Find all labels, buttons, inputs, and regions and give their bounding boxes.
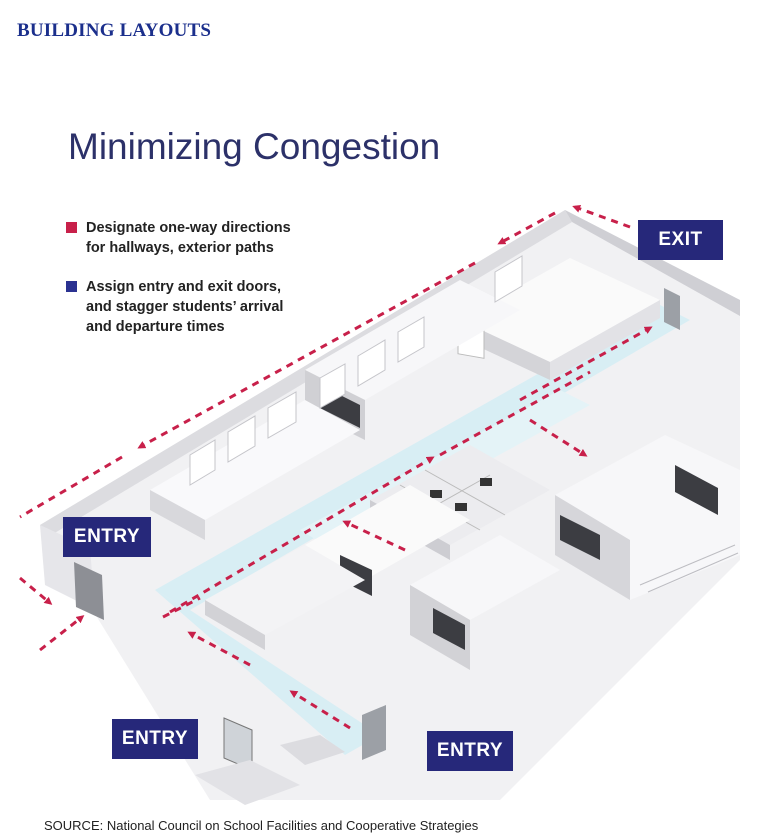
section-header: BUILDING LAYOUTS <box>17 20 212 41</box>
stairs <box>639 544 739 593</box>
entry-doors <box>74 288 680 771</box>
arrow-hall-long <box>169 456 435 614</box>
arrow-hall-restroom <box>342 520 406 552</box>
arrow-exterior-left-in <box>19 576 53 605</box>
legend-swatch-blue <box>66 281 77 292</box>
exterior-windows <box>189 255 523 486</box>
entry-steps <box>195 735 345 805</box>
entry-label-bottom-right: ENTRY <box>427 731 513 771</box>
arrow-exterior-top-right <box>572 204 631 229</box>
source-credit: SOURCE: National Council on School Facil… <box>44 818 479 833</box>
classroom-bottom-left <box>205 545 365 650</box>
diagram-title: Minimizing Congestion <box>68 126 441 167</box>
one-way-direction-arrows <box>19 204 653 730</box>
arrow-hall-entry <box>289 690 351 730</box>
arrow-exterior-left-out <box>39 615 85 652</box>
exit-label: EXIT <box>638 220 723 260</box>
arrow-hall-branch <box>529 418 588 457</box>
legend-text: Designate one-way directions for hallway… <box>86 220 291 256</box>
arrow-hall-corner <box>162 596 201 619</box>
arrow-hall-lower <box>187 631 251 667</box>
legend-text: Assign entry and exit doors, and stagger… <box>86 279 284 335</box>
legend-item-doors: Assign entry and exit doors, and stagger… <box>66 277 336 337</box>
legend-swatch-red <box>66 222 77 233</box>
classroom-top-right <box>457 258 660 380</box>
entry-label-bottom-left: ENTRY <box>112 719 198 759</box>
entry-label-left: ENTRY <box>63 517 151 557</box>
arrow-hall-upper <box>519 326 653 402</box>
classroom-bottom-center <box>410 535 560 670</box>
arrow-exterior-left-upper <box>19 455 123 519</box>
classroom-right <box>555 435 740 600</box>
arrow-exterior-long <box>137 261 476 449</box>
arrow-exterior-top <box>497 211 556 245</box>
arrow-hall-mid <box>439 370 591 457</box>
classroom-left <box>150 400 360 540</box>
legend-item-one-way: Designate one-way directions for hallway… <box>66 218 336 258</box>
